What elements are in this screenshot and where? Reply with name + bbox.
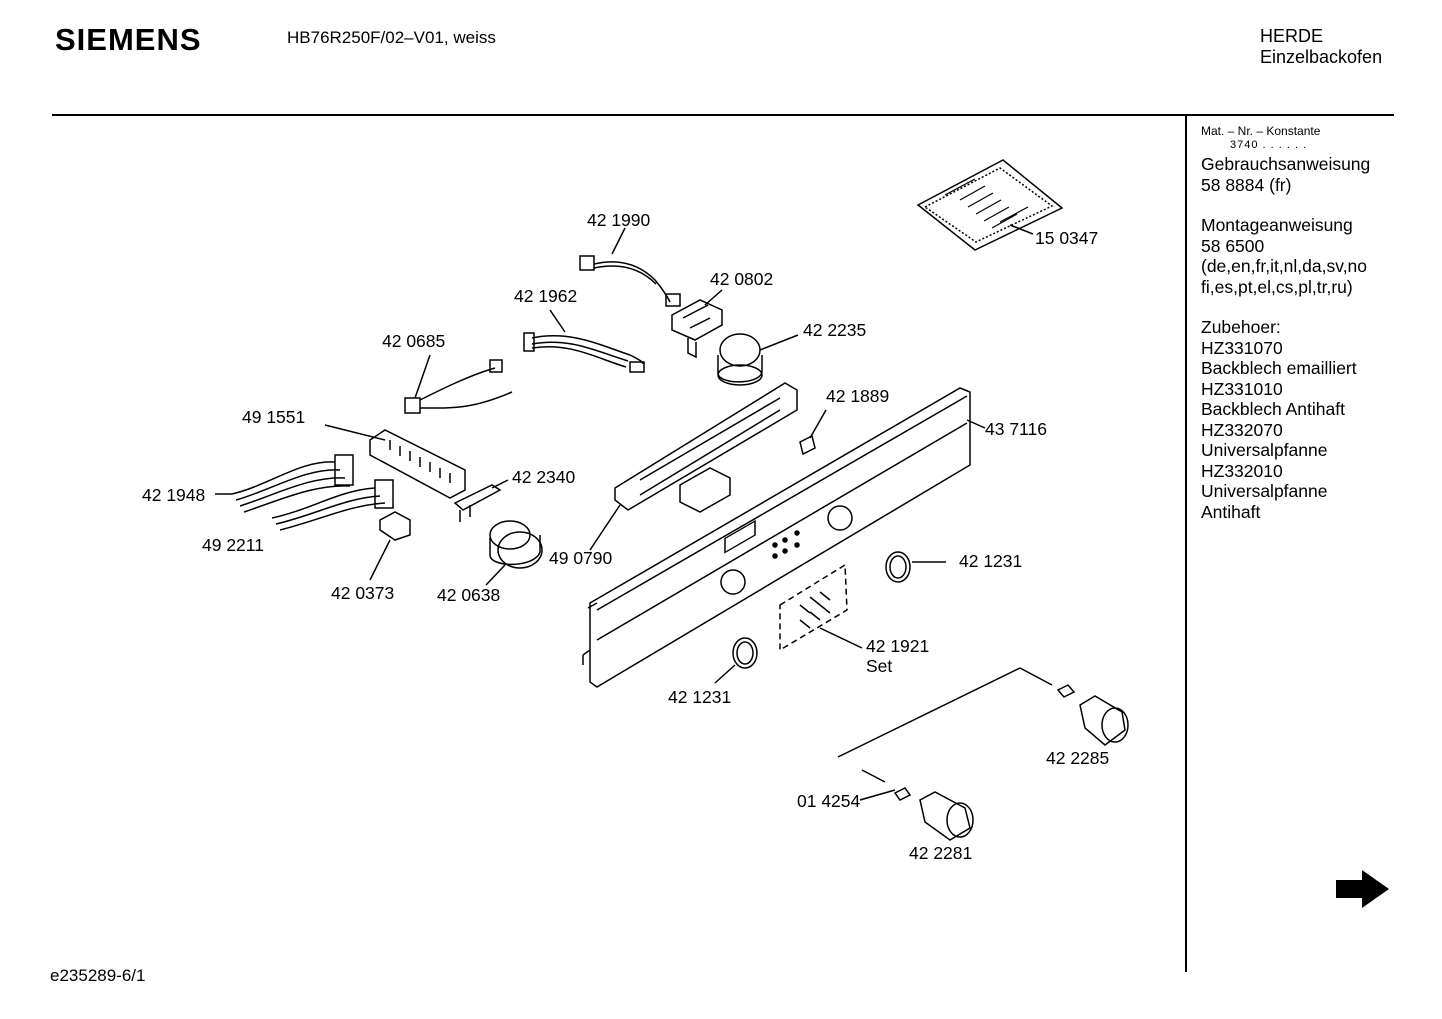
label-01-4254: 01 4254 [797, 791, 861, 811]
label-42-1889: 42 1889 [826, 386, 889, 406]
switch-42-0802-part [671, 289, 723, 359]
screw-bag-part [916, 159, 1064, 251]
label-42-0802: 42 0802 [710, 269, 773, 289]
label-43-7116: 43 7116 [985, 419, 1047, 439]
ring-left-part [714, 637, 758, 684]
clip-part [369, 511, 411, 581]
label-49-0790: 49 0790 [549, 548, 613, 568]
label-42-1921-set: Set [866, 656, 892, 676]
sidebar-entry-accessories: Zubehoer: HZ331070 Backblech emailliert … [1201, 317, 1357, 522]
connector-42-2340-part [453, 479, 509, 522]
label-42-0685: 42 0685 [382, 331, 445, 351]
knob-lower-part [893, 787, 974, 841]
wire-set-part [215, 454, 394, 531]
lamp-holder-part [717, 333, 799, 386]
sidebar-entry-assembly: Montageanweisung 58 6500 (de,en,fr,it,nl… [1201, 215, 1368, 297]
label-42-2235: 42 2235 [803, 320, 866, 340]
sidebar: Mat. – Nr. – Konstante 3740 . . . . . . … [1201, 124, 1391, 522]
category-line-2: Einzelbackofen [1260, 47, 1383, 67]
label-42-1231-right: 42 1231 [959, 551, 1022, 571]
label-42-2340: 42 2340 [512, 467, 576, 487]
document-id: e235289-6/1 [50, 966, 146, 985]
label-42-1231-left: 42 1231 [668, 687, 731, 707]
label-42-0373: 42 0373 [331, 583, 394, 603]
model-number: HB76R250F/02–V01, weiss [287, 28, 496, 47]
sidebar-divider [1185, 116, 1187, 972]
knob-guide-lines [837, 667, 1053, 801]
header-divider [52, 114, 1394, 116]
brand-logo: SIEMENS [55, 22, 202, 57]
label-42-2285: 42 2285 [1046, 748, 1109, 768]
ring-right-part [885, 551, 946, 583]
bracket-42-1889-part [799, 409, 827, 456]
front-panel-part [582, 387, 986, 688]
cable-42-0685-part [404, 354, 513, 414]
label-42-2281: 42 2281 [909, 843, 972, 863]
module-bracket-part [589, 382, 798, 551]
sidebar-konstante: 3740 . . . . . . [1230, 139, 1308, 151]
label-42-1921: 42 1921 [866, 636, 929, 656]
lamp-part [485, 520, 543, 586]
category: HERDE Einzelbackofen [1260, 26, 1382, 68]
arrow-right-icon[interactable] [1336, 870, 1389, 908]
label-42-1962: 42 1962 [514, 286, 577, 306]
label-42-1990: 42 1990 [587, 210, 651, 230]
screw-set-part [779, 563, 863, 652]
knob-upper-part [1056, 684, 1129, 746]
sidebar-entry-manual: Gebrauchsanweisung 58 8884 (fr) [1201, 154, 1371, 195]
label-15-0347: 15 0347 [1035, 228, 1098, 248]
label-49-2211: 49 2211 [202, 535, 264, 555]
label-42-1948: 42 1948 [142, 485, 205, 505]
switch-block-part [324, 424, 466, 499]
cable-42-1990-part [579, 227, 681, 307]
label-42-0638: 42 0638 [437, 585, 500, 605]
category-line-1: HERDE [1260, 26, 1324, 46]
label-49-1551: 49 1551 [242, 407, 305, 427]
ribbon-cable-part [523, 309, 645, 373]
sidebar-heading: Mat. – Nr. – Konstante [1201, 124, 1321, 138]
